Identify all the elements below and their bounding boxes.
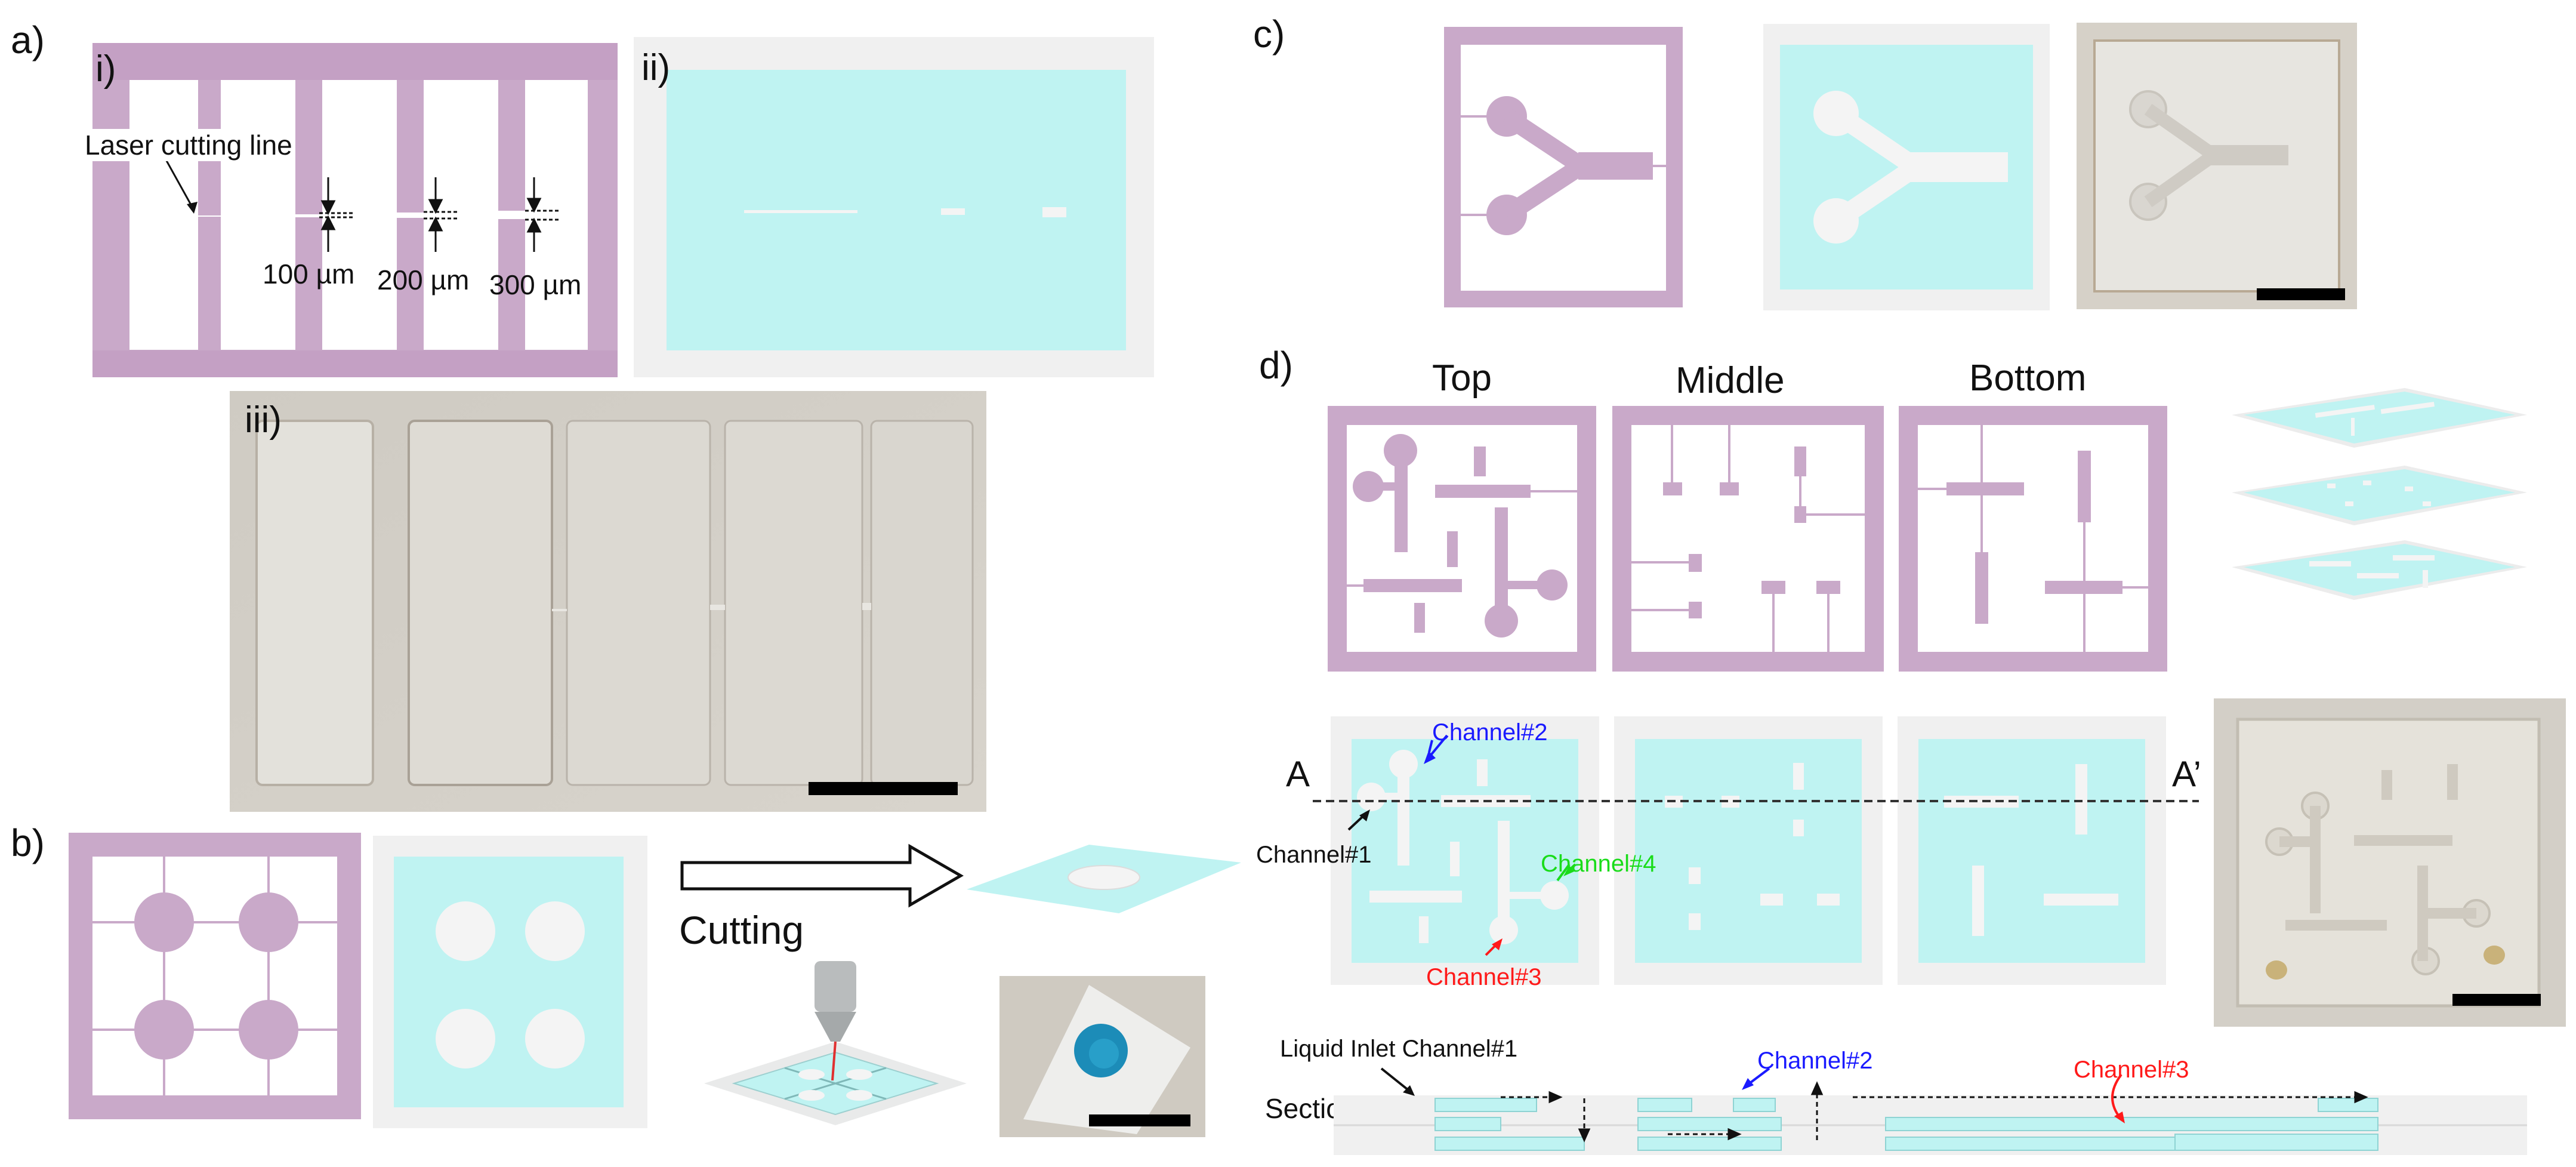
section-label-a: A: [1286, 754, 1310, 794]
cutting-label: Cutting: [679, 908, 804, 952]
frame-template-c: [1444, 27, 1683, 307]
column-heading-top: Top: [1432, 358, 1492, 399]
laser-cutter-nozzle-icon: [704, 961, 967, 1125]
cut-layer-bottom: [1898, 716, 2166, 985]
exploded-layer-stack: [2232, 388, 2527, 600]
subpanel-label-iii: iii): [245, 399, 282, 441]
channel2-callout: Channel#2: [1432, 719, 1548, 746]
frame-template-top: [1328, 406, 1596, 672]
frame-template-b: [69, 833, 361, 1119]
channel1-callout: Channel#1: [1256, 842, 1372, 868]
column-heading-bottom: Bottom: [1969, 358, 2087, 399]
section-line-aa: [1313, 800, 2199, 802]
panel-label-d: d): [1259, 344, 1293, 387]
panel-label-b: b): [11, 821, 45, 864]
cut-layer-top: [1331, 716, 1599, 985]
photo-dye-spot-b: [999, 976, 1205, 1137]
section-channel3-label: Channel#3: [2074, 1057, 2189, 1083]
photo-y-channel-c: [2077, 23, 2357, 309]
section-channel2-label: Channel#2: [1757, 1048, 1873, 1074]
photo-cut-paper-iii: [230, 391, 986, 812]
subpanel-label-ii: ii): [641, 47, 671, 88]
channel3-callout: Channel#3: [1426, 964, 1542, 990]
cut-paper-b: [373, 836, 647, 1128]
laser-cutting-line-label: Laser cutting line: [82, 129, 295, 161]
dimension-300um: 300 µm: [489, 269, 582, 300]
cut-disk-illustration: [967, 845, 1241, 913]
section-label-a-prime: A’: [2172, 754, 2201, 794]
photo-3d-device-d: [2214, 698, 2566, 1027]
channel-callout-arrows: [1347, 734, 1577, 956]
channel4-callout: Channel#4: [1541, 851, 1656, 877]
subpanel-label-i: i): [95, 48, 116, 90]
cut-paper-c: [1763, 24, 2050, 310]
panel-label-a: a): [11, 19, 45, 61]
panel-label-c: c): [1253, 13, 1285, 56]
frame-template-i: [92, 43, 618, 377]
column-heading-middle: Middle: [1676, 360, 1785, 401]
dimension-100um: 100 µm: [263, 258, 355, 290]
dimension-200um: 200 µm: [377, 264, 470, 295]
cut-paper-ii: [634, 37, 1154, 377]
frame-template-middle: [1612, 406, 1884, 672]
process-arrow: [680, 843, 964, 908]
frame-template-bottom: [1899, 406, 2167, 672]
section-aa-diagram: [1334, 1067, 2527, 1155]
liquid-inlet-label: Liquid Inlet Channel#1: [1280, 1036, 1518, 1062]
cut-layer-middle: [1614, 716, 1883, 985]
